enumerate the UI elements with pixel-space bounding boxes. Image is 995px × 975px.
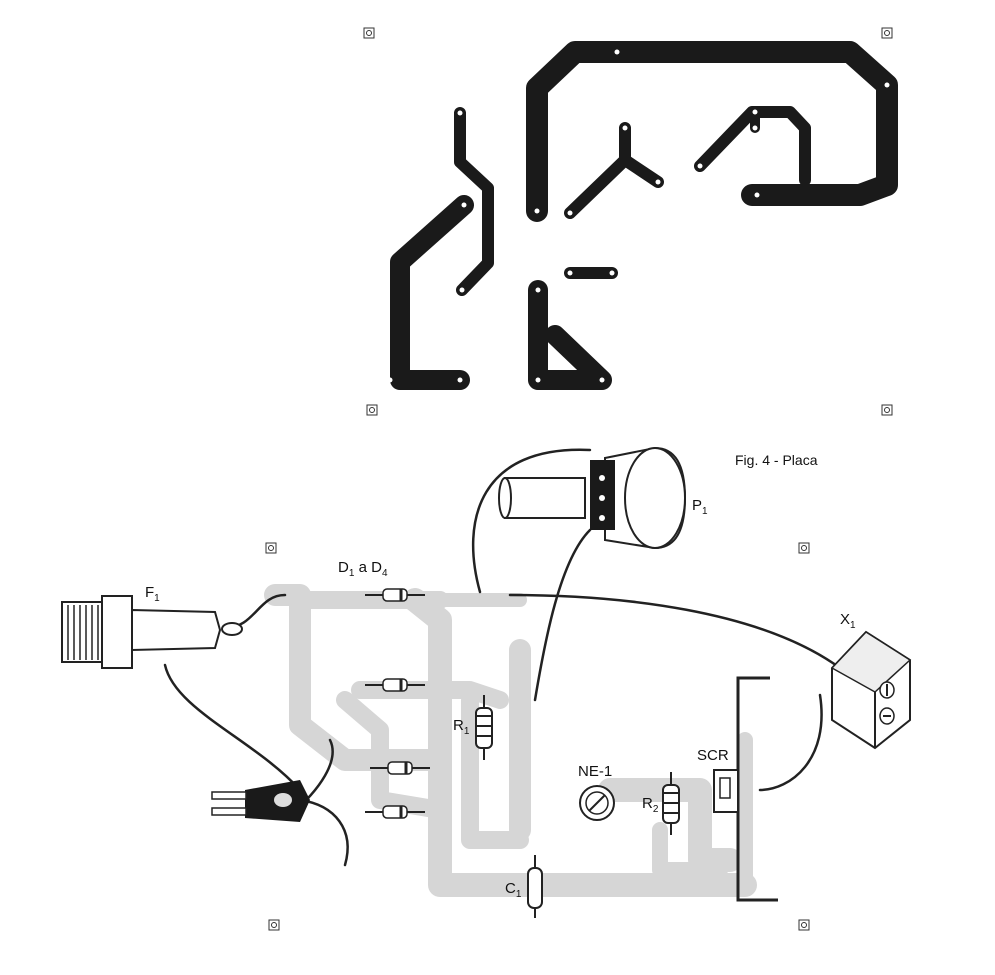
- trace-outer-loop: [526, 41, 898, 222]
- capacitor-c1: [527, 855, 543, 918]
- wire-pot-left: [471, 448, 592, 594]
- pcb-copper-layout: [390, 41, 898, 390]
- label-f1: F1: [145, 584, 160, 604]
- registration-marks: [265, 27, 893, 931]
- label-diodes: D1 a D4: [338, 559, 388, 579]
- wire-socket-scr: [758, 693, 823, 792]
- neon-lamp-ne1: [579, 785, 615, 821]
- scr-heatsink: [713, 676, 778, 902]
- figure-caption: Fig. 4 - Placa: [735, 452, 818, 468]
- trace-right-v: [694, 106, 811, 186]
- potentiometer-p1: [498, 446, 687, 550]
- diode-d3: [370, 761, 430, 775]
- fuse-holder-f1: [61, 595, 243, 669]
- label-p1: P1: [692, 497, 708, 517]
- label-r2: R2: [642, 795, 659, 815]
- board-traces: [264, 584, 757, 897]
- diode-d4: [365, 805, 425, 819]
- trace-left-l: [390, 195, 474, 390]
- wire-pot-right: [533, 528, 592, 702]
- mains-plug: [211, 780, 310, 822]
- label-r1: R1: [453, 717, 470, 737]
- wire-plug-board: [298, 798, 349, 867]
- label-x1: X1: [840, 611, 856, 631]
- wire-fuse-plug: [163, 663, 302, 792]
- diode-d1: [365, 588, 425, 602]
- label-ne1: NE-1: [578, 763, 612, 780]
- resistor-r1: [475, 695, 493, 760]
- wire-to-socket: [508, 593, 842, 670]
- pcb-pads: [387, 49, 890, 383]
- trace-y: [564, 122, 664, 219]
- trace-bottom-l: [528, 280, 612, 390]
- diode-d2: [365, 678, 425, 692]
- socket-x1: [830, 630, 912, 750]
- label-c1: C1: [505, 880, 522, 900]
- label-scr: SCR: [697, 747, 729, 764]
- diodes: [365, 588, 430, 819]
- resistor-r2: [662, 772, 680, 835]
- trace-left-tall: [454, 107, 494, 296]
